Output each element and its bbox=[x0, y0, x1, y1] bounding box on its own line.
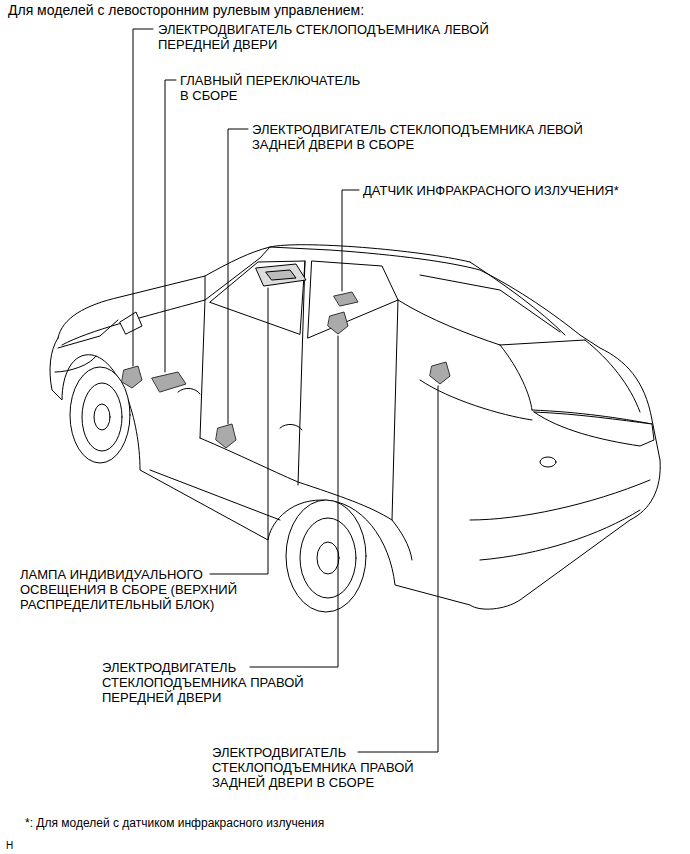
part-label-slot: ЭЛЕКТРОДВИГАТЕЛЬ СТЕКЛОПОДЪЕМНИКА ЛЕВОЙ … bbox=[252, 122, 622, 152]
part-label-slot: ЭЛЕКТРОДВИГАТЕЛЬ СТЕКЛОПОДЪЕМНИКА ПРАВОЙ… bbox=[212, 745, 452, 790]
part-label: ГЛАВНЫЙ ПЕРЕКЛЮЧАТЕЛЬ В СБОРЕ bbox=[180, 73, 369, 103]
part-label: ЭЛЕКТРОДВИГАТЕЛЬ СТЕКЛОПОДЪЕМНИКА ПРАВОЙ… bbox=[102, 660, 342, 705]
part-label-slot: ДАТЧИК ИНФРАКРАСНОГО ИЗЛУЧЕНИЯ* bbox=[363, 183, 619, 198]
footnote: *: Для моделей с датчиком инфракрасного … bbox=[25, 816, 324, 831]
part-label: ЛАМПА ИНДИВИДУАЛЬНОГО ОСВЕЩЕНИЯ В СБОРЕ … bbox=[20, 567, 260, 612]
footnote-slot: *: Для моделей с датчиком инфракрасного … bbox=[25, 816, 324, 831]
part-label-slot: ЭЛЕКТРОДВИГАТЕЛЬ СТЕКЛОПОДЪЕМНИКА ПРАВОЙ… bbox=[102, 660, 342, 705]
part-label: ДАТЧИК ИНФРАКРАСНОГО ИЗЛУЧЕНИЯ* bbox=[363, 183, 619, 198]
part-label: ЭЛЕКТРОДВИГАТЕЛЬ СТЕКЛОПОДЪЕМНИКА ПРАВОЙ… bbox=[212, 745, 452, 790]
part-label-slot: ЭЛЕКТРОДВИГАТЕЛЬ СТЕКЛОПОДЪЕМНИКА ЛЕВОЙ … bbox=[158, 22, 538, 52]
figure-code-slot: H bbox=[6, 838, 13, 853]
page-title-slot: Для моделей с левосторонним рулевым упра… bbox=[8, 3, 364, 18]
figure-code: H bbox=[6, 838, 13, 853]
page-title: Для моделей с левосторонним рулевым упра… bbox=[8, 3, 364, 18]
part-label-slot: ГЛАВНЫЙ ПЕРЕКЛЮЧАТЕЛЬ В СБОРЕ bbox=[180, 73, 369, 103]
part-label: ЭЛЕКТРОДВИГАТЕЛЬ СТЕКЛОПОДЪЕМНИКА ЛЕВОЙ … bbox=[158, 22, 538, 52]
part-label-slot: ЛАМПА ИНДИВИДУАЛЬНОГО ОСВЕЩЕНИЯ В СБОРЕ … bbox=[20, 567, 260, 612]
part-label: ЭЛЕКТРОДВИГАТЕЛЬ СТЕКЛОПОДЪЕМНИКА ЛЕВОЙ … bbox=[252, 122, 622, 152]
